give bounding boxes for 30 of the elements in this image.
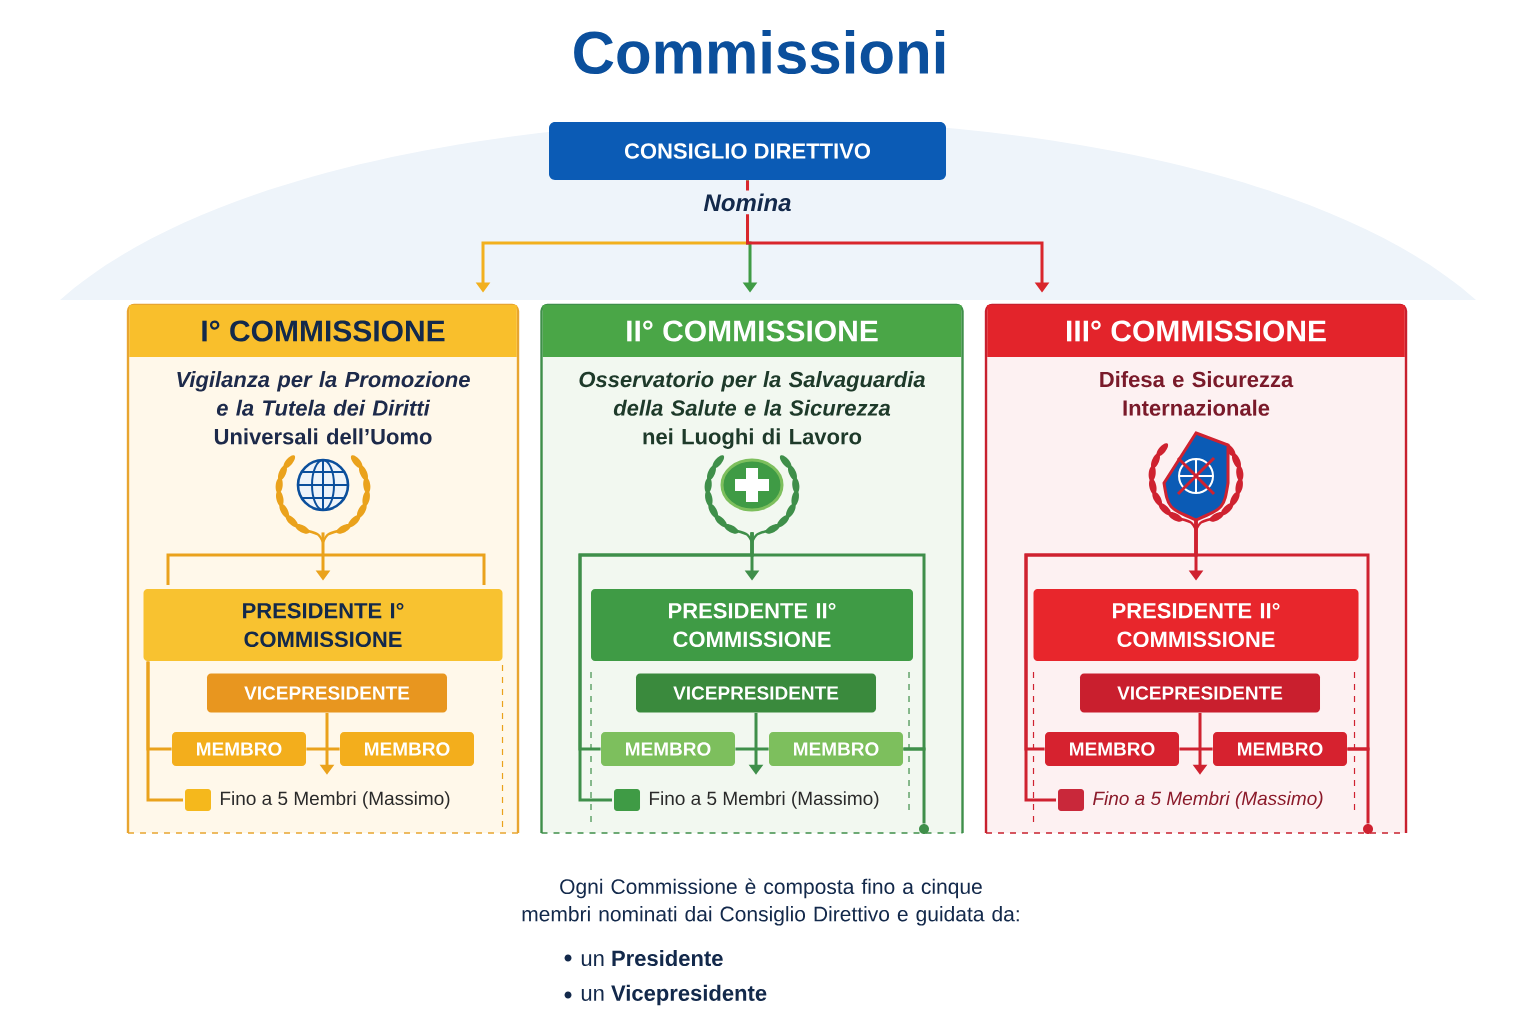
member-box: MEMBRO: [172, 732, 306, 766]
vice-president-box: VICEPRESIDENTE: [207, 673, 447, 713]
vice-president-box: VICEPRESIDENTE: [636, 673, 876, 713]
panel-subtitle: Vigilanza per la Promozione e la Tutela dei Diritti Universali dell’Uomo: [177, 371, 470, 445]
member-limit-note: Fino a 5 Membri (Massimo): [220, 791, 450, 809]
member-box: MEMBRO: [769, 732, 903, 766]
board-box: CONSIGLIO DIRETTIVO: [549, 122, 946, 180]
panel-subtitle: Osservatorio per la Salvaguardia della Salute e la Sicurezza nei Luoghi di Lavoro: [579, 371, 925, 449]
list-item: un Vicepresidente: [581, 984, 767, 1006]
medical-cross-laurel-icon: [704, 455, 800, 543]
edge-label: Nomina: [700, 190, 795, 215]
panel-header: I° COMMISSIONE: [129, 305, 517, 357]
member-box: MEMBRO: [1045, 732, 1179, 766]
globe-laurel-icon: [275, 455, 371, 543]
panel-header: II° COMMISSIONE: [542, 305, 962, 357]
member-box: MEMBRO: [1213, 732, 1347, 766]
list-item: un Presidente: [581, 949, 723, 967]
member-limit-note: Fino a 5 Membri (Massimo): [1093, 791, 1323, 809]
president-box: PRESIDENTE II° COMMISSIONE: [1033, 589, 1359, 661]
shield-laurel-icon: [1148, 431, 1244, 531]
page-title: Commissioni: [574, 30, 945, 75]
description-text: Ogni Commissione è composta fino a cinque membri nominati dai Consiglio Direttivo e guidata da:: [522, 878, 1019, 926]
member-box: MEMBRO: [340, 732, 474, 766]
member-limit-note: Fino a 5 Membri (Massimo): [650, 791, 879, 809]
panel-header: III° COMMISSIONE: [987, 305, 1405, 357]
president-box: PRESIDENTE I° COMMISSIONE: [143, 589, 503, 661]
president-box: PRESIDENTE II° COMMISSIONE: [591, 589, 913, 661]
panel-subtitle: Difesa e Sicurezza Internazionale: [1100, 371, 1294, 416]
member-box: MEMBRO: [601, 732, 735, 766]
vice-president-box: VICEPRESIDENTE: [1080, 673, 1320, 713]
